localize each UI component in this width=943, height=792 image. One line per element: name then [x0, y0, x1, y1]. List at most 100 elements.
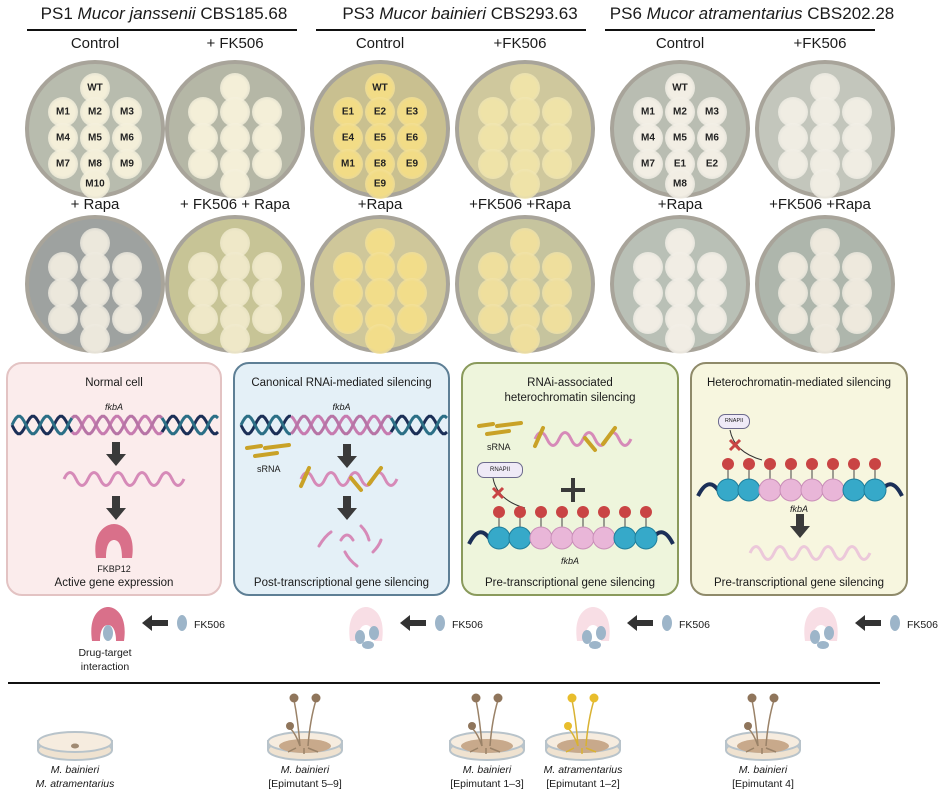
colony-label: M5: [88, 132, 102, 144]
colony: [48, 278, 78, 308]
colony: [333, 278, 363, 308]
nucleosome: [508, 526, 532, 550]
colony: [365, 123, 395, 153]
colony: [188, 97, 218, 127]
colony-label: M3: [705, 106, 719, 118]
rnapii-badge: RNAPII: [718, 414, 750, 429]
petri-plate: [165, 215, 305, 354]
colony: [112, 123, 142, 153]
condition-label: +FK506: [493, 35, 547, 52]
colony: [220, 324, 250, 354]
colony: [220, 97, 250, 127]
colony: [697, 149, 727, 179]
colony: [778, 304, 808, 334]
condition-label: Control: [655, 35, 705, 52]
colony: [365, 97, 395, 127]
colony: [397, 123, 427, 153]
colony: [220, 252, 250, 282]
colony: [510, 252, 540, 282]
colony-label: E5: [373, 132, 387, 144]
colony-label: E6: [405, 132, 419, 144]
colony: [697, 252, 727, 282]
drug-no-target: FK506: [318, 603, 488, 654]
methyl-mark: [556, 506, 568, 518]
colony-label: M8: [88, 158, 102, 170]
heterochromatin-icon: [467, 506, 675, 550]
left-arrow-icon: [142, 615, 168, 631]
fkbp12-drug-icon: [804, 607, 900, 649]
colony: [220, 169, 250, 199]
colony: [80, 123, 110, 153]
methyl-mark: [493, 506, 505, 518]
petri-plate: [755, 215, 895, 354]
colony: [633, 123, 663, 153]
phenotype-plate: [260, 690, 350, 769]
condition-label: + Rapa: [70, 196, 120, 213]
strain-header-ps1: PS1 Mucor janssenii CBS185.68: [40, 4, 288, 23]
plus-icon: [561, 478, 585, 502]
colony: [510, 97, 540, 127]
panel-normal-cell: Normal cell fkbA FKBP12 Active gene expr…: [6, 362, 222, 596]
left-arrow-icon: [855, 615, 881, 631]
divider: [8, 682, 880, 684]
methyl-mark: [785, 458, 797, 470]
srna-label: sRNA: [487, 442, 511, 452]
phenotype-caption: M. bainieri[Epimutant 4]: [732, 764, 794, 790]
colony: [665, 97, 695, 127]
fkbp12-drug-icon: [91, 607, 187, 641]
colony-label: M7: [56, 158, 70, 170]
colony: [665, 324, 695, 354]
colony: [810, 278, 840, 308]
colony: [252, 304, 282, 334]
colony: [80, 97, 110, 127]
colony: [478, 97, 508, 127]
fk506-icon: [435, 615, 445, 631]
phenotype-caption: M. bainieri[Epimutant 1–3]: [450, 764, 524, 790]
colony-label: E1: [341, 106, 355, 118]
drug-label: FK506: [452, 619, 483, 631]
colony: [697, 97, 727, 127]
colony: [252, 252, 282, 282]
colony: [542, 97, 572, 127]
fkbp12-protein-icon: [95, 524, 133, 558]
gene-label: fkbA: [789, 504, 808, 514]
colony: [697, 123, 727, 153]
fk506-icon: [890, 615, 900, 631]
petri-plate: [455, 60, 595, 199]
colony: [810, 169, 840, 199]
colony: [697, 304, 727, 334]
colony: [665, 169, 695, 199]
methyl-mark: [514, 506, 526, 518]
colony-label: M6: [705, 132, 719, 144]
colony: [778, 123, 808, 153]
colony: [842, 304, 872, 334]
nucleosome: [613, 526, 637, 550]
colony-label: E1: [673, 158, 687, 170]
colony: [778, 278, 808, 308]
colony: [365, 278, 395, 308]
colony-label: E9: [373, 178, 387, 190]
colony: [365, 169, 395, 199]
colony: [80, 169, 110, 199]
colony: [188, 278, 218, 308]
mrna-with-srna-icon: [299, 466, 399, 492]
colony: [112, 278, 142, 308]
colony: [633, 278, 663, 308]
colony: [48, 304, 78, 334]
colony-label: M1: [56, 106, 70, 118]
strain-header-ps3: PS3 Mucor bainieri CBS293.63: [342, 4, 578, 23]
methyl-mark: [640, 506, 652, 518]
methyl-mark: [535, 506, 547, 518]
methyl-mark: [619, 506, 631, 518]
rnapii-badge: RNAPII: [477, 462, 523, 478]
colony-label: E2: [705, 158, 719, 170]
colony-label: M4: [56, 132, 70, 144]
down-arrow-icon: [337, 496, 357, 520]
colony: [778, 252, 808, 282]
methyl-mark: [577, 506, 589, 518]
colony: [842, 252, 872, 282]
colony: [80, 324, 110, 354]
nucleosome: [716, 478, 740, 502]
